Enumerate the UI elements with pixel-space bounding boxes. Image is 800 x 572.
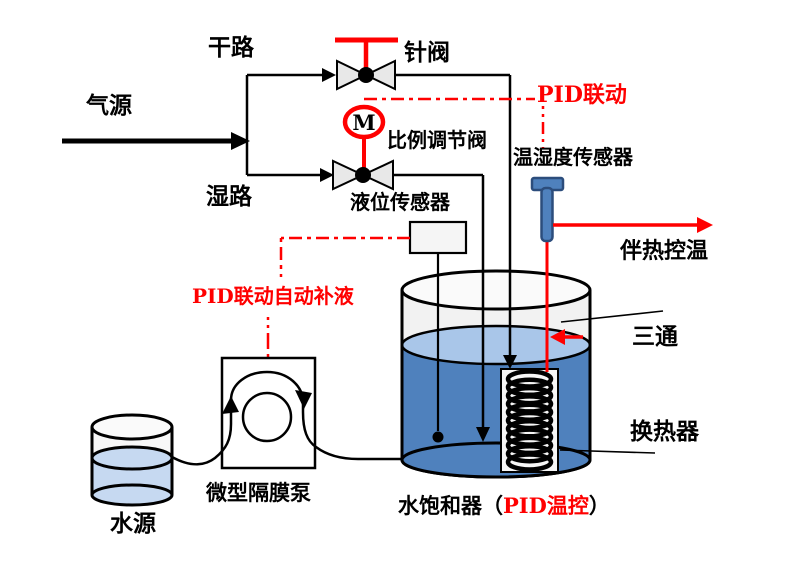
label-saturator-close: ）	[588, 493, 610, 518]
pump-flow-arrow-left	[222, 396, 239, 414]
wet-down-arrow	[476, 427, 490, 442]
label-water-saturator: 水饱和器（PID温控）	[398, 494, 610, 517]
label-tee: 三通	[632, 323, 678, 350]
pid-auto-refill-signal	[266, 236, 410, 358]
label-micro-diaphragm-pump: 微型隔膜泵	[206, 480, 311, 505]
water-source-cup	[90, 413, 174, 507]
cup-top-rim	[90, 413, 174, 441]
label-pid-linkage: PID联动	[537, 82, 627, 108]
wet-flow-arrow	[320, 168, 334, 182]
label-gas-source: 气源	[86, 92, 132, 119]
proportional-valve-symbol: M	[332, 104, 394, 191]
heat-exchanger-leader-line	[559, 449, 656, 454]
label-proportional-valve: 比例调节阀	[387, 128, 487, 152]
label-needle-valve: 针阀	[404, 39, 450, 66]
heat-trace-arrow	[697, 217, 713, 233]
label-wet-path: 湿路	[206, 183, 252, 210]
tee-arrow	[550, 329, 565, 345]
needle-valve-symbol	[335, 37, 398, 91]
label-level-sensor: 液位传感器	[350, 190, 450, 214]
label-saturator-name: 水饱和器（	[398, 493, 503, 518]
dry-flow-arrow	[322, 68, 336, 82]
pump-flow-arrow-right	[295, 390, 312, 409]
heat-exchanger-coil	[500, 368, 559, 473]
level-probe-tip	[432, 431, 444, 443]
label-saturator-pid: PID温控	[503, 493, 589, 518]
motor-circle	[342, 104, 386, 140]
gas-flow-arrow	[231, 132, 250, 150]
dry-path-piping	[247, 68, 517, 369]
pump-rotor	[241, 391, 293, 443]
temp-humidity-probe	[530, 176, 565, 372]
level-sensor	[408, 220, 468, 443]
label-pid-auto-refill: PID联动自动补液	[192, 284, 354, 308]
tee-junction	[550, 329, 583, 345]
label-heat-trace: 伴热控温	[620, 238, 709, 264]
water-saturator-tank	[400, 269, 592, 479]
label-heat-exchanger: 换热器	[630, 418, 699, 445]
cup-water-surface	[90, 445, 174, 471]
gas-source-line	[62, 75, 250, 175]
wet-path-piping	[247, 168, 490, 442]
pid-linkage-signal	[364, 97, 545, 149]
label-water-source: 水源	[110, 510, 156, 537]
tee-leader-line	[560, 310, 664, 323]
dry-down-arrow	[503, 355, 517, 369]
level-sensor-box	[408, 220, 468, 255]
heat-trace-line	[553, 217, 713, 233]
pump-box	[220, 356, 317, 470]
motor-letter: M	[352, 110, 375, 135]
label-dry-path: 干路	[208, 34, 254, 61]
label-temp-humidity-sensor: 温湿度传感器	[513, 145, 633, 169]
pump-flow-tube	[171, 370, 402, 466]
diaphragm-pump	[171, 356, 402, 470]
tank-top-rim	[400, 269, 592, 311]
